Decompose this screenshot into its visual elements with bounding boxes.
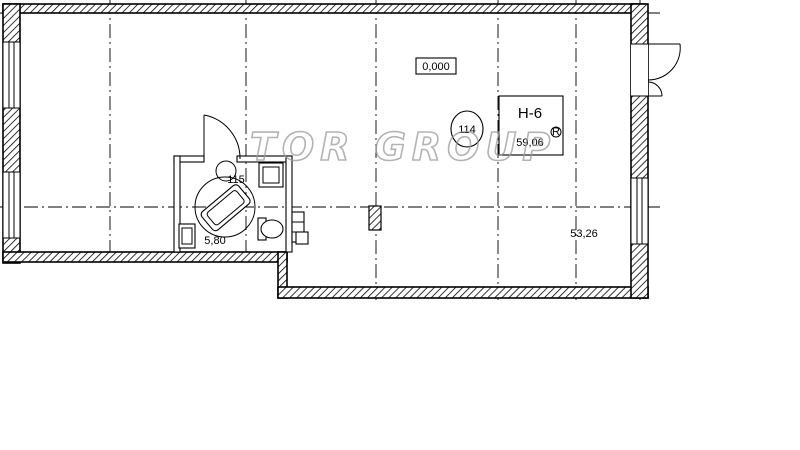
bathroom-area: 5,80 <box>204 235 225 247</box>
unit-area-marker: R <box>552 126 560 138</box>
right-window <box>630 177 649 245</box>
shower-fixture <box>194 160 256 238</box>
column <box>368 205 382 231</box>
unit-tag: Н-6 59,06 R <box>498 95 564 156</box>
riser-blocks <box>291 211 309 245</box>
toilet-fixture <box>257 217 284 241</box>
elevation-mark-label: 0,000 <box>422 61 450 73</box>
entry-door <box>631 43 681 97</box>
unit-area: 59,06 <box>516 137 544 149</box>
sink-fixtures <box>178 162 284 249</box>
small-label: 115 <box>227 174 245 186</box>
main-room-area: 53,26 <box>570 228 598 240</box>
unit-code: Н-6 <box>518 105 542 122</box>
room-number-tag: 114 <box>450 110 484 148</box>
room-number: 114 <box>458 124 476 136</box>
elevation-mark: 0,000 <box>415 57 457 75</box>
left-windows <box>2 41 21 239</box>
bathroom-walls <box>173 155 293 253</box>
bathroom-door <box>203 114 241 160</box>
watermark: TOR GROUP <box>250 125 556 169</box>
